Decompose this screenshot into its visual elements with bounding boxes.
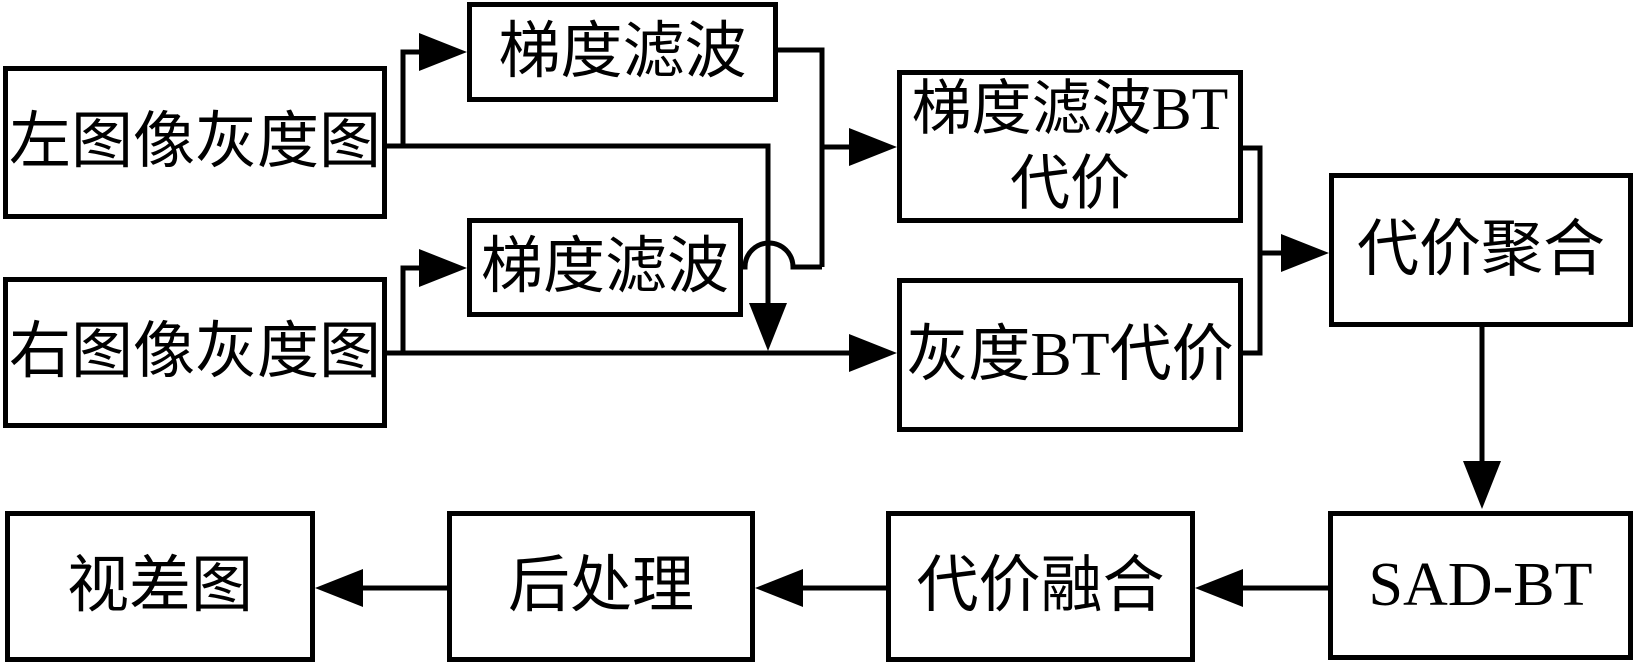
- connector-left-gray-to-gradient-top: [387, 33, 467, 149]
- node-right-gray-image-label: 右图像灰度图: [8, 318, 381, 387]
- arrow-down-icon: [749, 303, 787, 351]
- node-left-gray-image-label: 左图像灰度图: [8, 108, 381, 177]
- node-gradient-bt-cost-label: 梯度滤波BT代价: [911, 75, 1229, 217]
- arrow-right-icon: [849, 128, 897, 166]
- connector-gradient-bottom-bridge: [742, 240, 822, 270]
- node-gradient-filter-bottom: 梯度滤波: [467, 218, 743, 317]
- arrow-right-icon: [849, 334, 897, 372]
- node-sad-bt-label: SAD-BT: [1368, 551, 1593, 620]
- node-gray-bt-cost-label: 灰度BT代价: [906, 320, 1234, 389]
- connector-left-gray-to-gray-line: [403, 143, 787, 351]
- connector-sad-bt-to-cost-fusion: [1195, 569, 1328, 607]
- arrow-down-icon: [1463, 461, 1501, 509]
- node-cost-fusion-label: 代价融合: [916, 552, 1165, 621]
- arrow-right-icon: [419, 249, 467, 287]
- connector-gradient-top-to-junction: [778, 47, 825, 267]
- node-gradient-filter-top-label: 梯度滤波: [498, 17, 747, 86]
- node-post-processing-label: 后处理: [507, 552, 694, 621]
- connector-post-processing-to-disparity-map: [315, 569, 447, 607]
- arrow-left-icon: [1195, 569, 1243, 607]
- connector-right-gray-to-gradient-bottom: [387, 249, 467, 356]
- node-gradient-filter-bottom-label: 梯度滤波: [480, 233, 729, 302]
- node-cost-fusion: 代价融合: [886, 511, 1195, 662]
- connector-costs-merge-to-aggregation: [1243, 145, 1329, 356]
- connector-aggregation-to-sad-bt: [1463, 327, 1501, 509]
- node-gray-bt-cost: 灰度BT代价: [897, 278, 1243, 432]
- arrow-right-icon: [419, 33, 467, 71]
- connector-right-gray-to-gray-bt-cost: [387, 334, 897, 372]
- node-disparity-map: 视差图: [5, 511, 315, 662]
- connector-junction-to-gradient-bt-cost: [822, 128, 897, 166]
- node-gradient-filter-top: 梯度滤波: [467, 2, 778, 102]
- node-left-gray-image: 左图像灰度图: [3, 66, 387, 219]
- node-right-gray-image: 右图像灰度图: [3, 277, 387, 428]
- arrow-right-icon: [1281, 234, 1329, 272]
- node-cost-aggregation-label: 代价聚合: [1356, 215, 1605, 284]
- node-cost-aggregation: 代价聚合: [1329, 173, 1633, 327]
- node-gradient-bt-cost: 梯度滤波BT代价: [897, 70, 1243, 223]
- node-post-processing: 后处理: [447, 511, 755, 662]
- arrow-left-icon: [315, 569, 363, 607]
- node-sad-bt: SAD-BT: [1328, 511, 1633, 660]
- node-disparity-map-label: 视差图: [66, 552, 253, 621]
- connector-cost-fusion-to-post-processing: [755, 569, 886, 607]
- arrow-left-icon: [755, 569, 803, 607]
